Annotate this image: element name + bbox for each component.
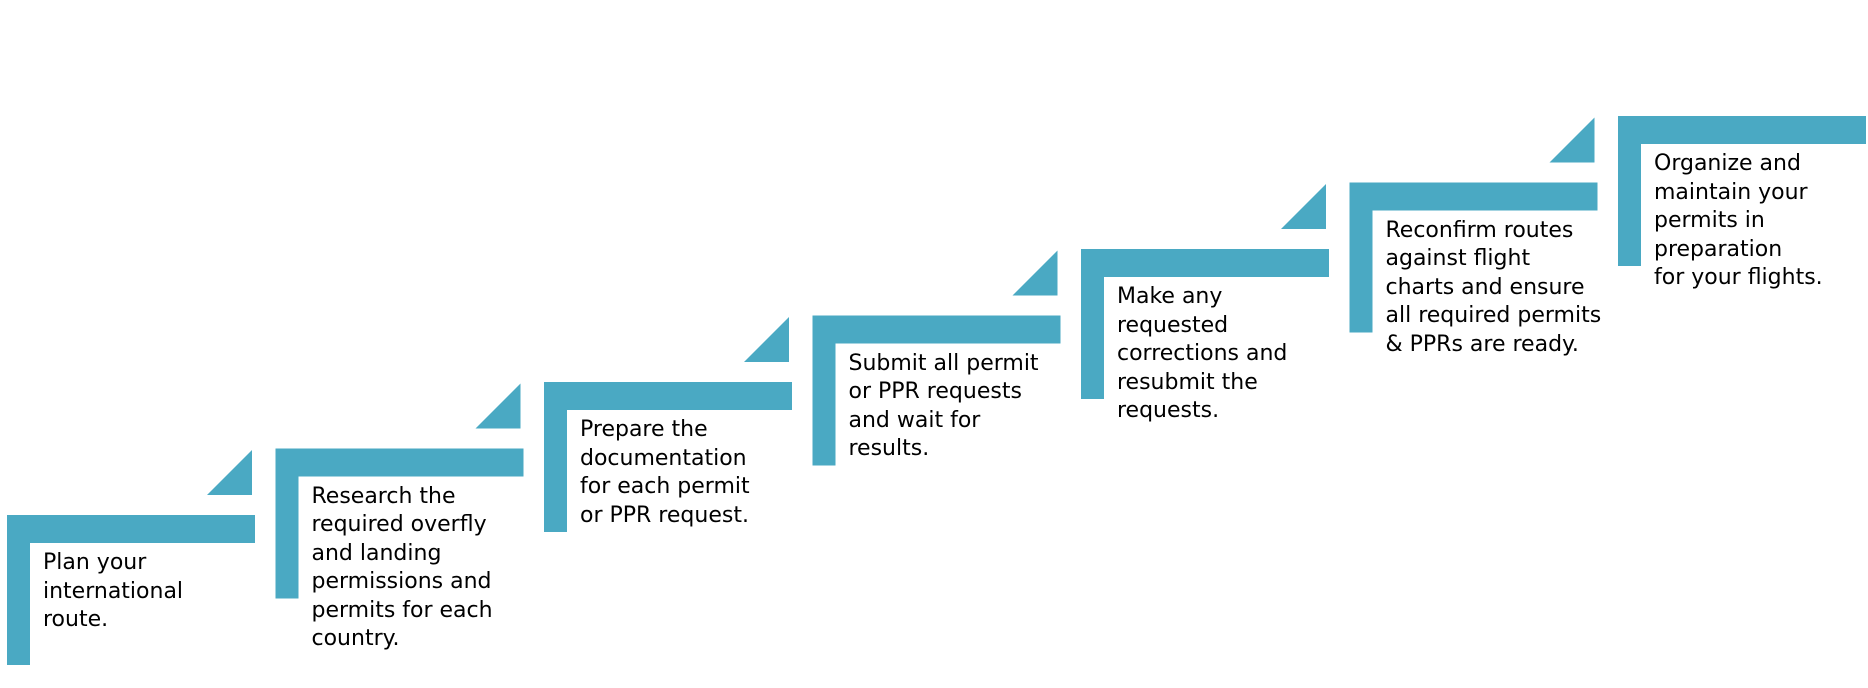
step-6-line: charts and ensure bbox=[1385, 274, 1585, 300]
step-5-line: Make any bbox=[1117, 284, 1223, 309]
step-2-shape bbox=[275, 448, 524, 599]
step-4-text: Submit all permit or PPR requests and wait… bbox=[849, 350, 1109, 464]
step-6-line: against flight bbox=[1385, 246, 1531, 271]
step-5-line: resubmit the bbox=[1117, 369, 1258, 395]
step-2-connector bbox=[475, 383, 521, 429]
step-1-text: Plan your international route. bbox=[43, 549, 303, 635]
step-1-shape bbox=[7, 515, 255, 665]
step-3-connector bbox=[744, 317, 789, 362]
step-7-line: Organize and bbox=[1654, 151, 1801, 176]
step-3-line: Prepare the bbox=[580, 417, 708, 442]
step-3-line: or PPR request. bbox=[580, 502, 749, 528]
step-2-text: Research the required overfly and landing p… bbox=[312, 483, 572, 654]
step-7-line: maintain your bbox=[1654, 179, 1808, 205]
step-7-text: Organize and maintain your permits in prepa… bbox=[1654, 150, 1868, 293]
step-7-line: for your flights. bbox=[1654, 265, 1823, 290]
step-6-connector bbox=[1549, 117, 1595, 163]
step-7-line: preparation bbox=[1654, 236, 1783, 262]
step-2-line: required overfly bbox=[311, 512, 487, 537]
step-4-line: results. bbox=[848, 436, 930, 461]
step-4-connector bbox=[1012, 250, 1058, 296]
step-2-line: and landing bbox=[311, 540, 442, 566]
step-3-line: documentation bbox=[580, 445, 747, 471]
step-4-line: Submit all permit bbox=[848, 350, 1039, 376]
step-7-shape bbox=[1618, 116, 1866, 266]
step-1-line: international bbox=[43, 578, 184, 604]
step-3-text: Prepare the documentation for each permit o… bbox=[580, 416, 840, 530]
step-5-connector bbox=[1281, 184, 1326, 229]
step-1-connector bbox=[207, 450, 252, 495]
step-1-line: Plan your bbox=[43, 550, 147, 575]
step-3-shape bbox=[544, 382, 792, 532]
step-2-line: country. bbox=[311, 626, 400, 651]
step-7-line: permits in bbox=[1654, 208, 1765, 233]
step-2-line: Research the bbox=[311, 483, 456, 509]
step-5-shape bbox=[1081, 249, 1329, 399]
step-6-line: Reconfirm routes bbox=[1385, 217, 1574, 243]
step-5-text: Make any requested corrections and resubmit… bbox=[1117, 283, 1377, 426]
step-6-line: & PPRs are ready. bbox=[1385, 331, 1579, 357]
step-5-line: requests. bbox=[1117, 398, 1220, 423]
step-5-line: corrections and bbox=[1117, 341, 1288, 366]
step-4-shape bbox=[812, 315, 1061, 466]
step-5-line: requested bbox=[1117, 312, 1229, 338]
step-2-line: permits for each bbox=[311, 597, 493, 623]
step-1-line: route. bbox=[43, 607, 109, 632]
step-3-line: for each permit bbox=[580, 474, 750, 499]
step-6-text: Reconfirm routes against flight charts and… bbox=[1386, 217, 1646, 360]
step-4-line: or PPR requests bbox=[848, 379, 1022, 404]
step-2-line: permissions and bbox=[311, 569, 492, 594]
step-6-line: all required permits bbox=[1385, 303, 1602, 328]
step-4-line: and wait for bbox=[848, 407, 981, 433]
step-6-shape bbox=[1349, 182, 1598, 333]
